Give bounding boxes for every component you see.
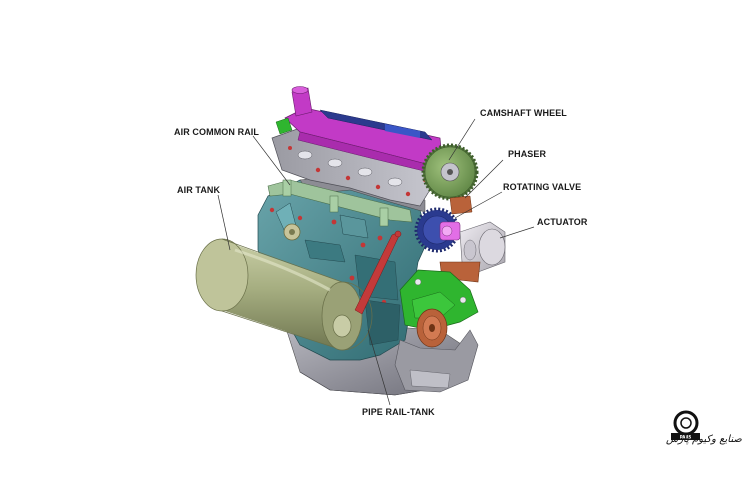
air-tank [195,238,373,351]
camshaft-wheel [421,143,479,201]
label-actuator: ACTUATOR [537,217,588,227]
leader-lines [217,118,535,406]
label-rotating-valve: ROTATING VALVE [503,182,581,192]
actuator [459,221,506,273]
air-common-rail [267,179,413,223]
watermark-text: صنایع وکیوم پارس [666,434,742,445]
label-phaser: PHASER [508,149,547,159]
rotating-valve [439,221,461,241]
watermark-logo: PARS صنایع وکیوم پارس [666,410,742,445]
label-air-tank: AIR TANK [177,185,221,195]
crank-pulley [416,308,448,348]
label-camshaft-wheel: CAMSHAFT WHEEL [480,108,567,118]
watermark-subtext: PARS [680,435,692,440]
label-air-common-rail: AIR COMMON RAIL [174,127,259,137]
label-pipe-rail-tank: PIPE RAIL-TANK [362,407,435,417]
